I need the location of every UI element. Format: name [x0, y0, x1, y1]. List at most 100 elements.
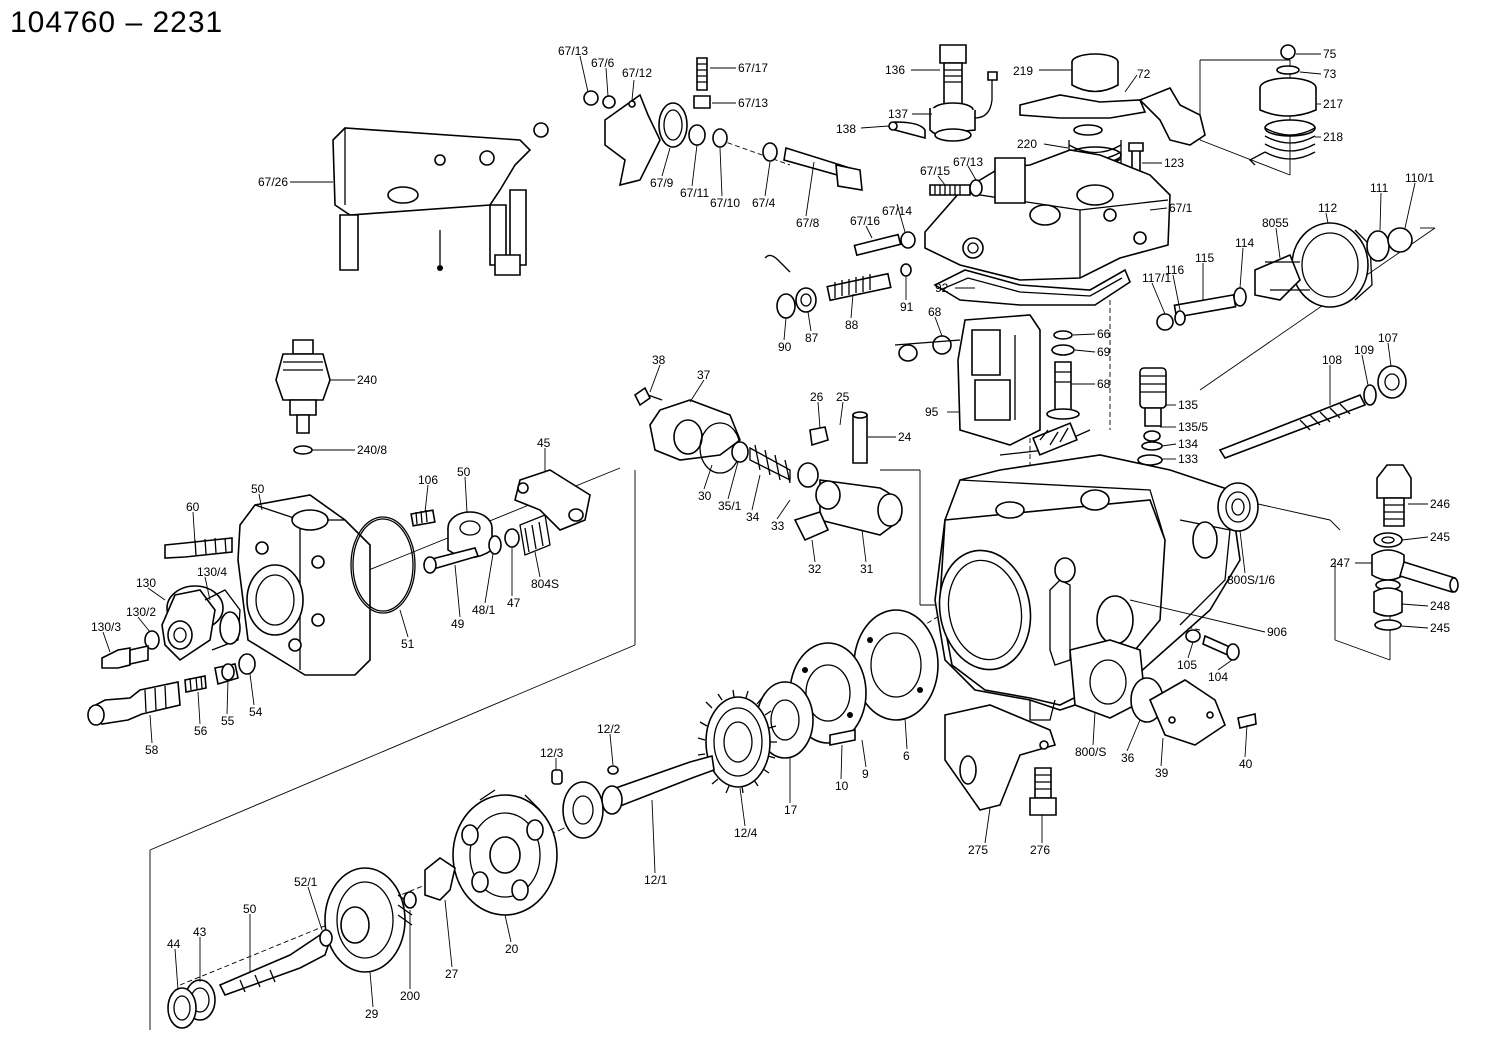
- part-label: 50: [457, 465, 471, 479]
- part-label: 218: [1323, 130, 1344, 144]
- part-label: 12/4: [734, 826, 758, 840]
- fuel-inlet-parts: [102, 538, 240, 668]
- part-label: 48/1: [472, 603, 496, 617]
- part-label: 20: [505, 942, 519, 956]
- part-label: 27: [445, 967, 459, 981]
- lever-bracket-67-26: [333, 123, 548, 275]
- part-label: 29: [365, 1007, 379, 1021]
- part-label: 10: [835, 779, 849, 793]
- part-label: 67/17: [738, 61, 769, 75]
- part-label: 67/15: [920, 164, 951, 178]
- delivery-valve-135: [1138, 368, 1166, 465]
- part-label: 220: [1017, 137, 1038, 151]
- part-label: 106: [418, 473, 439, 487]
- cover-39: [1131, 678, 1256, 745]
- stop-solenoid-240: [276, 340, 330, 454]
- part-label: 58: [145, 743, 159, 757]
- part-label: 73: [1323, 67, 1337, 81]
- part-label: 247: [1330, 556, 1351, 570]
- part-label: 45: [537, 436, 551, 450]
- part-label: 134: [1178, 437, 1199, 451]
- part-label: 34: [746, 510, 760, 524]
- part-label: 906: [1267, 625, 1288, 639]
- part-label: 44: [167, 937, 181, 951]
- part-label: 12/3: [540, 746, 564, 760]
- part-label: 60: [186, 500, 200, 514]
- part-label: 130/2: [126, 605, 157, 619]
- part-label: 245: [1430, 530, 1451, 544]
- part-label: 104: [1208, 670, 1229, 684]
- part-label: 37: [697, 368, 711, 382]
- outlet-fittings: [88, 654, 255, 725]
- part-label: 115: [1195, 251, 1215, 265]
- part-label: 240/8: [357, 443, 388, 457]
- part-label: 24: [898, 430, 912, 444]
- part-label: 130: [136, 576, 157, 590]
- part-label: 39: [1155, 766, 1169, 780]
- part-label: 51: [401, 637, 415, 651]
- part-label: 56: [194, 724, 208, 738]
- part-label: 114: [1235, 236, 1255, 250]
- part-label: 50: [251, 482, 265, 496]
- part-label: 130/3: [91, 620, 122, 634]
- valve-assembly-left: [411, 470, 590, 573]
- part-label: 111: [1370, 181, 1389, 195]
- part-label: 107: [1378, 331, 1399, 345]
- part-label: 117/1: [1142, 271, 1172, 285]
- part-label: 72: [1137, 67, 1151, 81]
- part-label: 112: [1318, 201, 1338, 215]
- part-label: 800S/1/6: [1227, 573, 1276, 587]
- part-label: 109: [1354, 343, 1375, 357]
- part-label: 67/9: [650, 176, 674, 190]
- electric-shutoff-95: [895, 315, 1090, 455]
- part-label: 92: [935, 281, 949, 295]
- part-label: 217: [1323, 97, 1344, 111]
- part-label: 105: [1177, 658, 1198, 672]
- governor-cover-67-1: [925, 150, 1170, 305]
- part-label: 67/13: [738, 96, 769, 110]
- diagram-title: 104760 – 2231: [10, 6, 224, 39]
- part-label: 67/13: [558, 44, 589, 58]
- part-label: 67/14: [882, 204, 913, 218]
- cam-plate-parts: [698, 610, 938, 793]
- banjo-bolt-136: [889, 45, 997, 141]
- part-label: 135/5: [1178, 420, 1209, 434]
- part-label: 67/26: [258, 175, 289, 189]
- part-label: 245: [1430, 621, 1451, 635]
- part-label: 75: [1323, 47, 1337, 61]
- adjusting-screws: [765, 180, 982, 318]
- part-label: 67/4: [752, 196, 776, 210]
- part-label: 30: [698, 489, 712, 503]
- part-label: 35/1: [718, 499, 742, 513]
- part-label: 67/11: [680, 186, 710, 200]
- part-label: 52/1: [294, 875, 318, 889]
- part-label: 123: [1164, 156, 1185, 170]
- part-label: 9: [862, 767, 869, 781]
- banjo-fitting-247: [1372, 465, 1458, 630]
- valve-parts-66-69-68: [1047, 331, 1079, 419]
- part-label: 95: [925, 405, 939, 419]
- part-label: 26: [810, 390, 824, 404]
- part-label: 87: [805, 331, 819, 345]
- part-label: 49: [451, 617, 465, 631]
- part-label: 240: [357, 373, 378, 387]
- part-label: 90: [778, 340, 792, 354]
- part-label: 6: [903, 749, 910, 763]
- part-label: 12/2: [597, 722, 621, 736]
- part-label: 800/S: [1075, 745, 1107, 759]
- drive-shaft-108: [1220, 366, 1406, 458]
- drive-shaft-parts: [1157, 223, 1412, 330]
- part-label: 67/6: [591, 56, 615, 70]
- part-label: 130/4: [197, 565, 228, 579]
- part-label: 67/12: [622, 66, 653, 80]
- part-label: 138: [836, 122, 857, 136]
- part-label: 25: [836, 390, 850, 404]
- hydraulic-head-50: [238, 495, 415, 675]
- mounting-bracket-275: [945, 705, 1056, 815]
- part-label: 47: [507, 596, 521, 610]
- part-label: 804S: [531, 577, 560, 591]
- part-label: 137: [888, 107, 909, 121]
- part-label: 67/1: [1169, 201, 1193, 215]
- governor-lever-parts: [584, 58, 862, 190]
